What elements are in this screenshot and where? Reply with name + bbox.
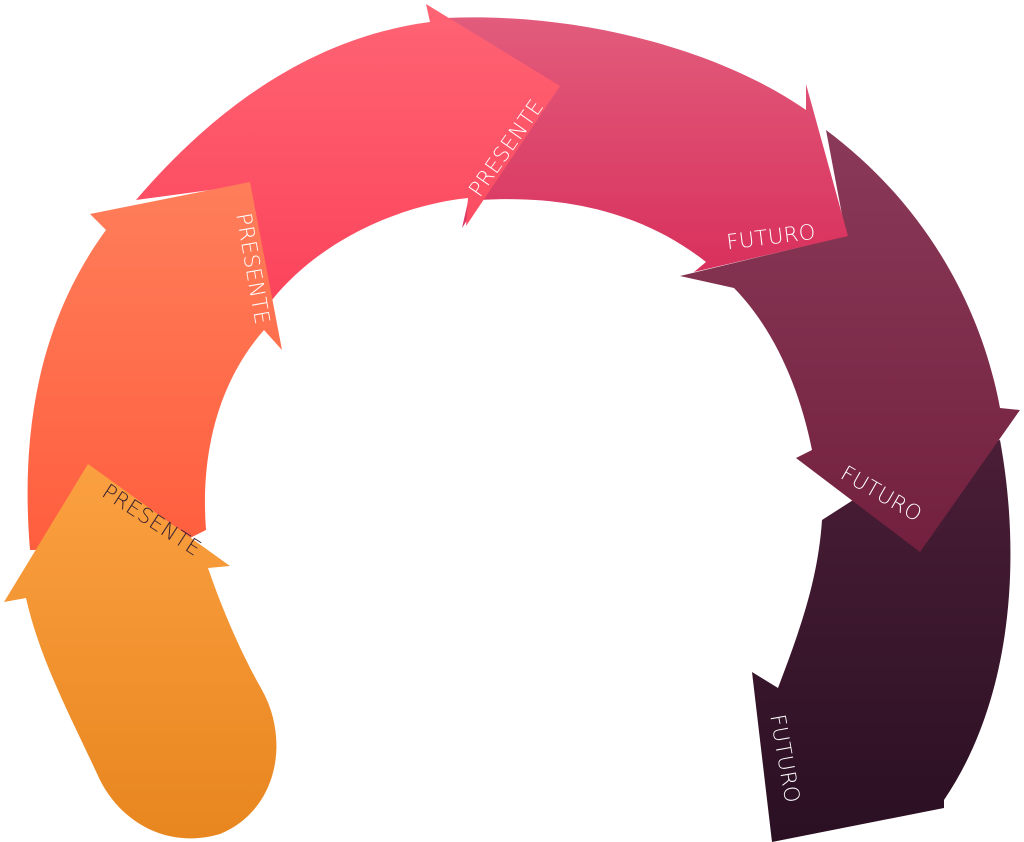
segment-3-presente-shape bbox=[136, 4, 560, 338]
segment-1-presente-shape bbox=[4, 464, 277, 839]
segment-6-futuro-shape bbox=[752, 440, 1011, 842]
segment-5-futuro-shape bbox=[680, 130, 1020, 552]
segment-2-presente-shape bbox=[27, 182, 282, 550]
